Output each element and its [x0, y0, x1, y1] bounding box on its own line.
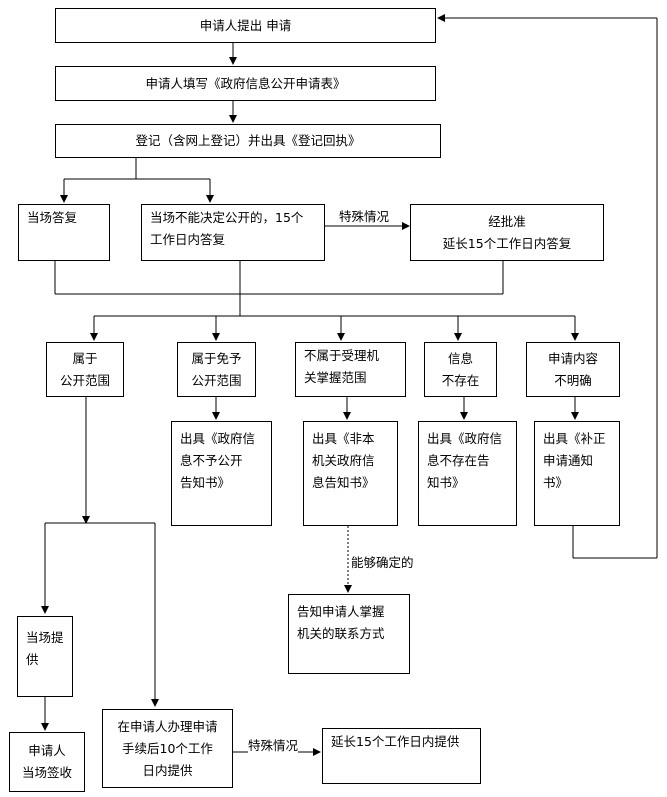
box-cannot-decide-text: 当场不能决定公开的，15个 工作日内答复 [150, 210, 304, 247]
box-sign-on-spot-text: 申请人 当场签收 [21, 743, 72, 780]
box-inform-contact: 告知申请人掌握 机关的联系方式 [288, 594, 410, 674]
box-apply: 申请人提出 申请 [55, 8, 436, 43]
box-info-not-exist: 信息 不存在 [424, 342, 497, 397]
box-register: 登记（含网上登记）并出具《登记回执》 [55, 124, 441, 158]
box-approved-extend: 经批准 延长15个工作日内答复 [410, 204, 604, 261]
box-not-in-scope-text: 不属于受理机 关掌握范围 [304, 348, 380, 385]
box-unclear-content: 申请内容 不明确 [526, 342, 620, 397]
box-notice-correct-text: 出具《补正 申请通知 书》 [543, 431, 606, 490]
box-reply-on-spot: 当场答复 [18, 204, 110, 261]
box-sign-on-spot: 申请人 当场签收 [9, 732, 85, 792]
box-extend-provide: 延长15个工作日内提供 [322, 728, 481, 784]
box-apply-text: 申请人提出 申请 [199, 17, 292, 33]
box-public-scope-text: 属于 公开范围 [59, 350, 110, 388]
box-fill-form-text: 申请人填写《政府信息公开申请表》 [145, 75, 346, 91]
box-register-text: 登记（含网上登记）并出具《登记回执》 [135, 133, 361, 148]
box-approved-extend-text: 经批准 延长15个工作日内答复 [442, 213, 572, 251]
box-exempt-scope: 属于免予 公开范围 [177, 342, 256, 397]
box-cannot-decide: 当场不能决定公开的，15个 工作日内答复 [141, 204, 325, 261]
box-notice-exempt: 出具《政府信 息不予公开 告知书》 [171, 421, 272, 526]
box-notice-correct: 出具《补正 申请通知 书》 [534, 421, 620, 526]
box-notice-not-in-scope-text: 出具《非本 机关政府信 息告知书》 [312, 431, 375, 490]
box-provide-on-spot: 当场提 供 [17, 616, 73, 697]
box-notice-not-exist: 出具《政府信 息不存在告 知书》 [418, 421, 517, 526]
box-reply-on-spot-text: 当场答复 [27, 210, 78, 225]
box-notice-exempt-text: 出具《政府信 息不予公开 告知书》 [180, 431, 256, 490]
box-info-not-exist-text: 信息 不存在 [441, 350, 480, 388]
label-special-2: 特殊情况 [248, 735, 299, 754]
box-public-scope: 属于 公开范围 [46, 342, 124, 397]
box-inform-contact-text: 告知申请人掌握 机关的联系方式 [297, 604, 385, 641]
box-provide-10-days: 在申请人办理申请 手续后10个工作 日内提供 [102, 709, 233, 788]
box-extend-provide-text: 延长15个工作日内提供 [331, 734, 460, 749]
box-notice-not-in-scope: 出具《非本 机关政府信 息告知书》 [303, 421, 398, 526]
box-provide-10-days-text: 在申请人办理申请 手续后10个工作 日内提供 [117, 718, 218, 778]
box-fill-form: 申请人填写《政府信息公开申请表》 [55, 66, 436, 101]
label-special-1: 特殊情况 [339, 206, 390, 225]
box-provide-on-spot-text: 当场提 供 [26, 630, 64, 667]
box-unclear-content-text: 申请内容 不明确 [547, 350, 598, 388]
box-not-in-scope: 不属于受理机 关掌握范围 [295, 342, 406, 397]
box-notice-not-exist-text: 出具《政府信 息不存在告 知书》 [427, 431, 503, 490]
box-exempt-scope-text: 属于免予 公开范围 [191, 350, 242, 388]
label-can-determine: 能够确定的 [351, 552, 414, 571]
